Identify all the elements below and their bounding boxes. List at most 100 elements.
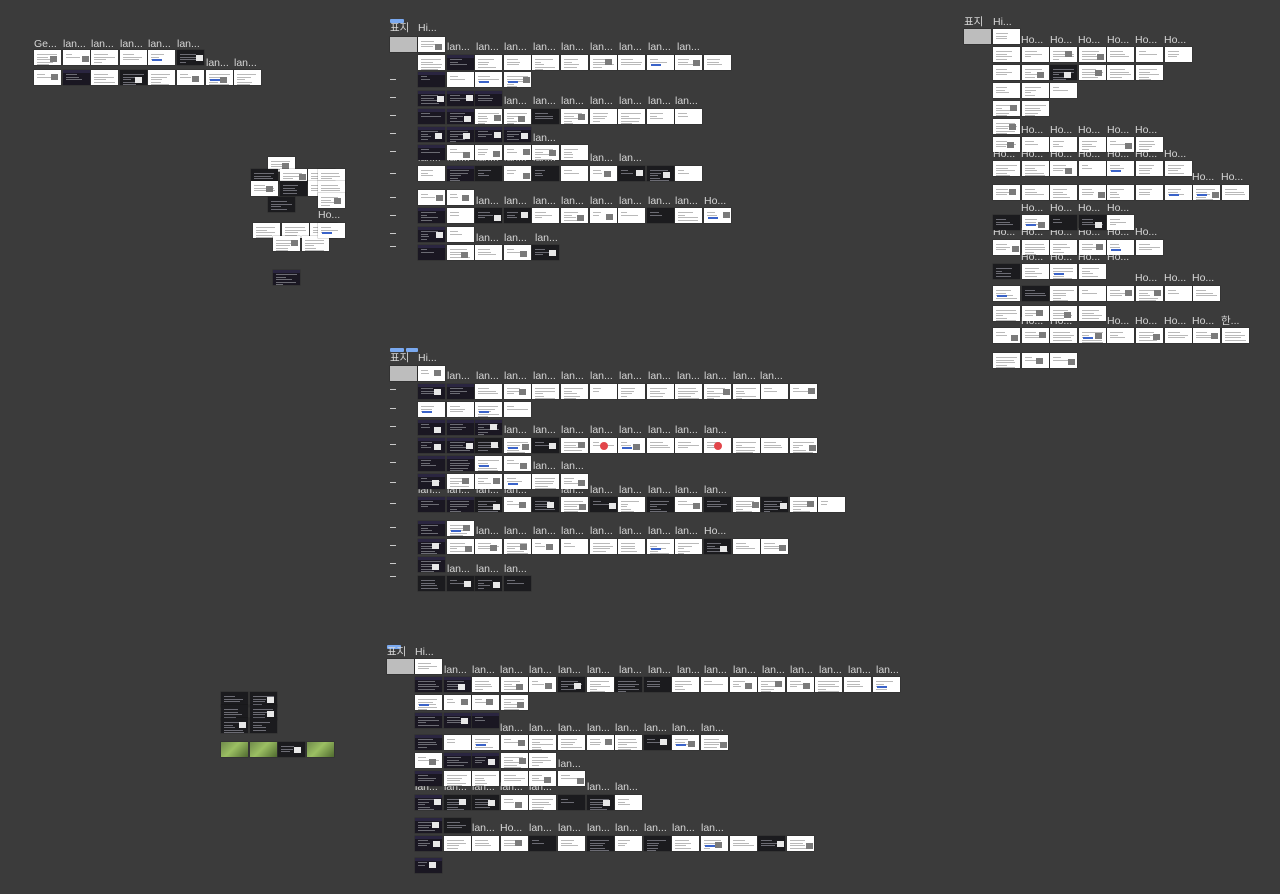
artboard-thumbnail[interactable]	[504, 576, 531, 591]
artboard-thumbnail[interactable]	[250, 718, 277, 733]
artboard-thumbnail[interactable]	[704, 539, 731, 554]
artboard-thumbnail[interactable]	[1107, 215, 1134, 230]
section-badge[interactable]	[387, 645, 401, 649]
artboard-label[interactable]: lan...	[619, 664, 642, 676]
artboard-thumbnail[interactable]	[675, 166, 702, 181]
section-badge[interactable]	[390, 348, 404, 352]
artboard-thumbnail[interactable]	[1107, 240, 1134, 255]
artboard-thumbnail[interactable]	[561, 109, 588, 124]
artboard-label[interactable]: lan...	[590, 525, 613, 537]
artboard-thumbnail[interactable]	[701, 836, 728, 851]
cover-artboard[interactable]	[964, 29, 991, 44]
artboard-label[interactable]: lan...	[533, 41, 556, 53]
artboard-thumbnail[interactable]	[1079, 47, 1106, 62]
artboard-thumbnail[interactable]	[221, 742, 248, 757]
artboard-label[interactable]: lan...	[476, 195, 499, 207]
row-marker[interactable]	[390, 133, 396, 134]
artboard-label[interactable]: lan...	[447, 370, 470, 382]
artboard-thumbnail[interactable]	[91, 70, 118, 85]
artboard-thumbnail[interactable]	[418, 402, 445, 417]
artboard-label[interactable]: lan...	[533, 195, 556, 207]
artboard-thumbnail[interactable]	[221, 692, 248, 707]
row-marker[interactable]	[390, 426, 396, 427]
artboard-thumbnail[interactable]	[615, 836, 642, 851]
artboard-thumbnail[interactable]	[993, 119, 1020, 134]
artboard-thumbnail[interactable]	[148, 50, 175, 65]
artboard-thumbnail[interactable]	[447, 420, 474, 435]
artboard-thumbnail[interactable]	[418, 145, 445, 160]
artboard-thumbnail[interactable]	[733, 539, 760, 554]
artboard-label[interactable]: Ho...	[1021, 34, 1044, 46]
artboard-label[interactable]: lan...	[648, 41, 671, 53]
artboard-thumbnail[interactable]	[1022, 161, 1049, 176]
artboard-label[interactable]: lan...	[529, 822, 552, 834]
artboard-label[interactable]: lan...	[590, 41, 613, 53]
artboard-label[interactable]: lan...	[675, 484, 698, 496]
artboard-thumbnail[interactable]	[590, 539, 617, 554]
artboard-thumbnail[interactable]	[447, 55, 474, 70]
artboard-thumbnail[interactable]	[418, 166, 445, 181]
artboard-thumbnail[interactable]	[447, 109, 474, 124]
artboard-label[interactable]: Ho...	[318, 209, 341, 221]
artboard-label[interactable]: lan...	[504, 41, 527, 53]
artboard-thumbnail[interactable]	[993, 83, 1020, 98]
artboard-label[interactable]: 표지	[964, 16, 984, 28]
artboard-thumbnail[interactable]	[993, 306, 1020, 321]
artboard-thumbnail[interactable]	[532, 145, 559, 160]
artboard-thumbnail[interactable]	[1079, 240, 1106, 255]
artboard-thumbnail[interactable]	[475, 245, 502, 260]
artboard-thumbnail[interactable]	[1222, 328, 1249, 343]
artboard-thumbnail[interactable]	[475, 402, 502, 417]
artboard-thumbnail[interactable]	[475, 420, 502, 435]
artboard-label[interactable]: lan...	[120, 38, 143, 50]
artboard-thumbnail[interactable]	[206, 70, 233, 85]
artboard-thumbnail[interactable]	[447, 539, 474, 554]
artboard-label[interactable]: lan...	[590, 484, 613, 496]
artboard-thumbnail[interactable]	[501, 771, 528, 786]
artboard-thumbnail[interactable]	[177, 70, 204, 85]
artboard-label[interactable]: lan...	[472, 822, 495, 834]
artboard-label[interactable]: 표지	[390, 22, 410, 34]
artboard-thumbnail[interactable]	[1050, 240, 1077, 255]
artboard-label[interactable]: lan...	[590, 95, 613, 107]
artboard-thumbnail[interactable]	[268, 157, 295, 172]
artboard-thumbnail[interactable]	[618, 384, 645, 399]
artboard-thumbnail[interactable]	[704, 384, 731, 399]
artboard-thumbnail[interactable]	[1022, 83, 1049, 98]
artboard-label[interactable]: lan...	[648, 484, 671, 496]
artboard-label[interactable]: lan...	[619, 41, 642, 53]
artboard-label[interactable]: lan...	[677, 41, 700, 53]
artboard-thumbnail[interactable]	[1136, 286, 1163, 301]
artboard-thumbnail[interactable]	[447, 208, 474, 223]
artboard-thumbnail[interactable]	[993, 65, 1020, 80]
artboard-label[interactable]: Ho...	[1221, 171, 1244, 183]
artboard-thumbnail[interactable]	[415, 858, 442, 873]
artboard-label[interactable]: lan...	[561, 424, 584, 436]
artboard-label[interactable]: lan...	[701, 822, 724, 834]
artboard-label[interactable]: Ho...	[1135, 315, 1158, 327]
artboard-thumbnail[interactable]	[318, 223, 345, 238]
artboard-label[interactable]: Ho...	[1135, 272, 1158, 284]
artboard-thumbnail[interactable]	[1022, 101, 1049, 116]
artboard-thumbnail[interactable]	[418, 420, 445, 435]
artboard-thumbnail[interactable]	[1136, 185, 1163, 200]
artboard-thumbnail[interactable]	[472, 695, 499, 710]
row-marker[interactable]	[390, 527, 396, 528]
artboard-thumbnail[interactable]	[418, 91, 445, 106]
row-marker[interactable]	[390, 444, 396, 445]
artboard-thumbnail[interactable]	[1050, 286, 1077, 301]
artboard-thumbnail[interactable]	[761, 497, 788, 512]
artboard-label[interactable]: lan...	[504, 525, 527, 537]
artboard-label[interactable]: lan...	[619, 195, 642, 207]
artboard-thumbnail[interactable]	[418, 366, 445, 381]
artboard-thumbnail[interactable]	[501, 677, 528, 692]
artboard-label[interactable]: lan...	[648, 664, 671, 676]
artboard-label[interactable]: Ho...	[704, 525, 727, 537]
artboard-thumbnail[interactable]	[1050, 215, 1077, 230]
artboard-thumbnail[interactable]	[444, 677, 471, 692]
artboard-thumbnail[interactable]	[273, 236, 300, 251]
artboard-label[interactable]: Hi...	[418, 352, 437, 364]
artboard-label[interactable]: Ho...	[1107, 315, 1130, 327]
artboard-thumbnail[interactable]	[993, 215, 1020, 230]
artboard-thumbnail[interactable]	[1107, 328, 1134, 343]
